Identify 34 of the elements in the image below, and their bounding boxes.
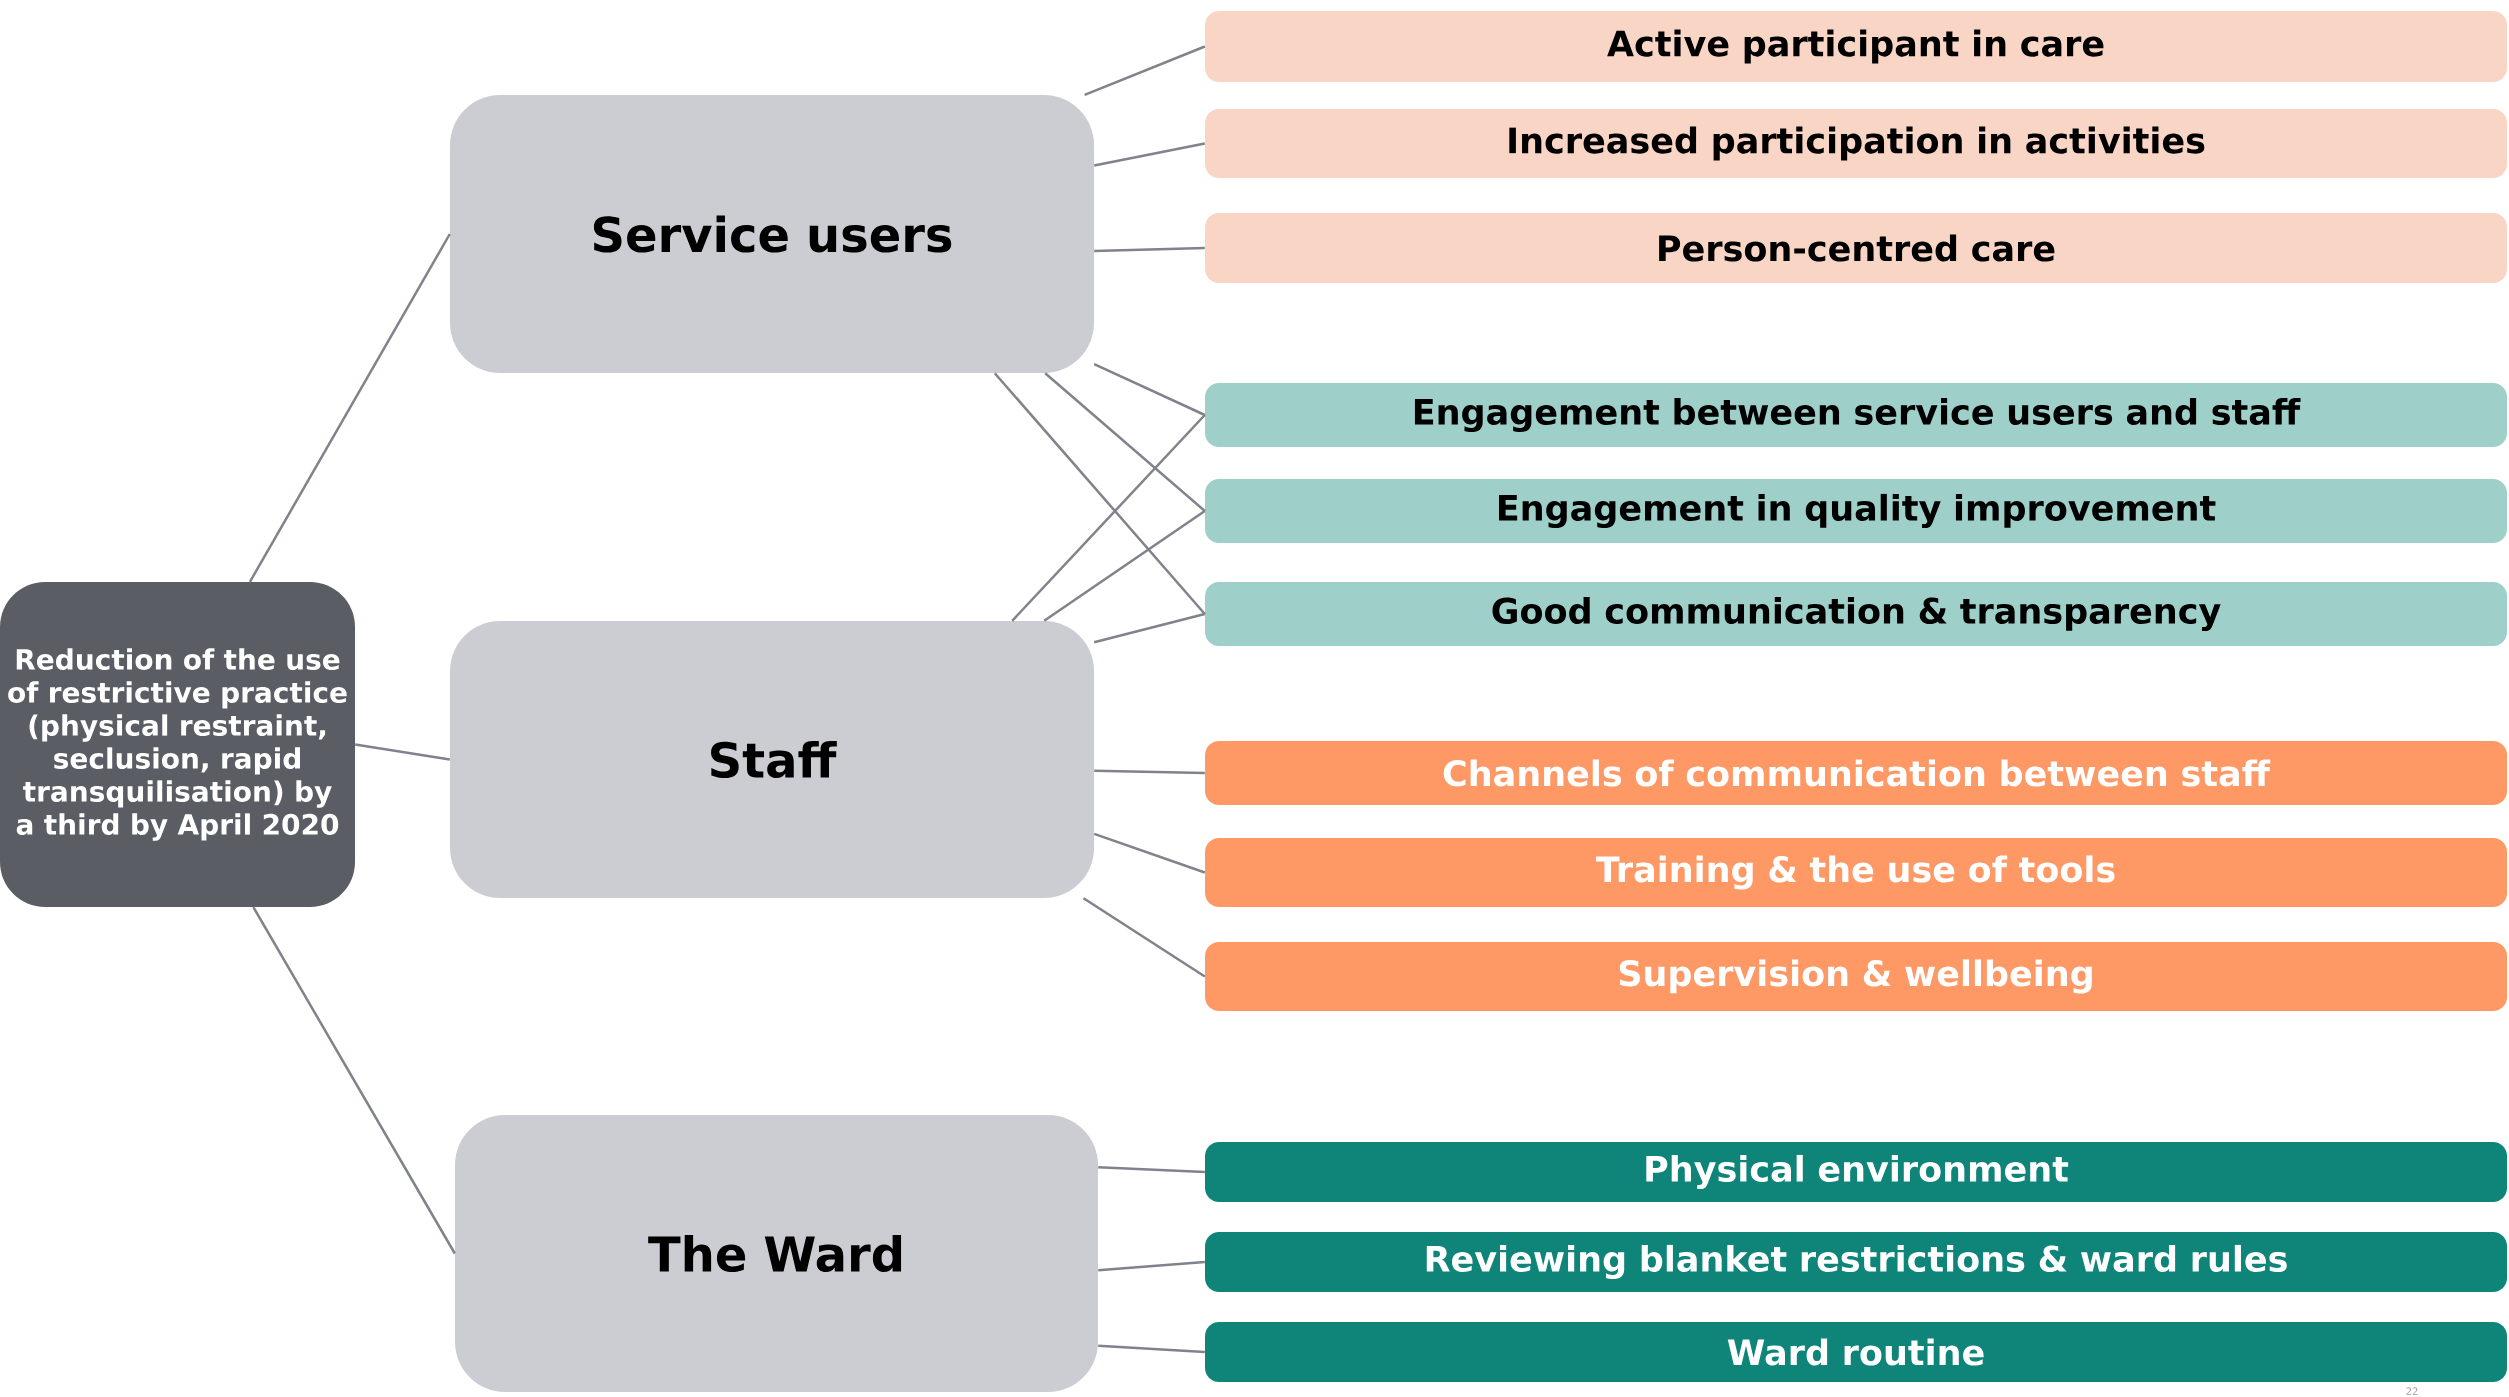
outcome-bar: Reviewing blanket restrictions & ward rules (1205, 1232, 2507, 1292)
category-box: The Ward (455, 1115, 1098, 1392)
connector-line (1093, 832, 1206, 874)
connector-line (1098, 1344, 1205, 1354)
connector-line (252, 906, 456, 1255)
connector-line (1098, 1166, 1205, 1174)
category-box: Staff (450, 621, 1094, 898)
connector-line (1094, 246, 1205, 253)
outcome-bar: Engagement between service users and staff (1205, 383, 2507, 447)
connector-line (993, 372, 1206, 615)
connector-line (1094, 769, 1205, 775)
outcome-bar: Supervision & wellbeing (1205, 942, 2507, 1011)
outcome-bar: Good communication & transparency (1205, 582, 2507, 646)
connector-line (1011, 414, 1206, 622)
outcome-bar: Channels of communication between staff (1205, 741, 2507, 805)
connector-line (1093, 363, 1206, 417)
connector-line (1082, 897, 1206, 978)
connector-line (1084, 45, 1206, 96)
outcome-bar: Active participant in care (1205, 11, 2507, 82)
connector-line (1093, 142, 1206, 167)
connector-line (1043, 509, 1206, 622)
connector-line (248, 233, 451, 583)
outcome-bar: Person-centred care (1205, 213, 2507, 283)
outcome-bar: Increased participation in activities (1205, 109, 2507, 178)
outcome-bar: Training & the use of tools (1205, 838, 2507, 907)
outcome-bar: Ward routine (1205, 1322, 2507, 1382)
connector-line (355, 743, 450, 761)
outcome-bar: Engagement in quality improvement (1205, 479, 2507, 543)
connector-line (1093, 612, 1206, 644)
category-box: Service users (450, 95, 1094, 373)
connector-line (1044, 372, 1206, 512)
outcome-bar: Physical environment (1205, 1142, 2507, 1202)
connector-line (1098, 1260, 1205, 1272)
goal-box: Reduction of the use of restrictive practice (physical restraint, seclusion, rapid transquilisation) by a third by April 2020 (0, 582, 355, 907)
